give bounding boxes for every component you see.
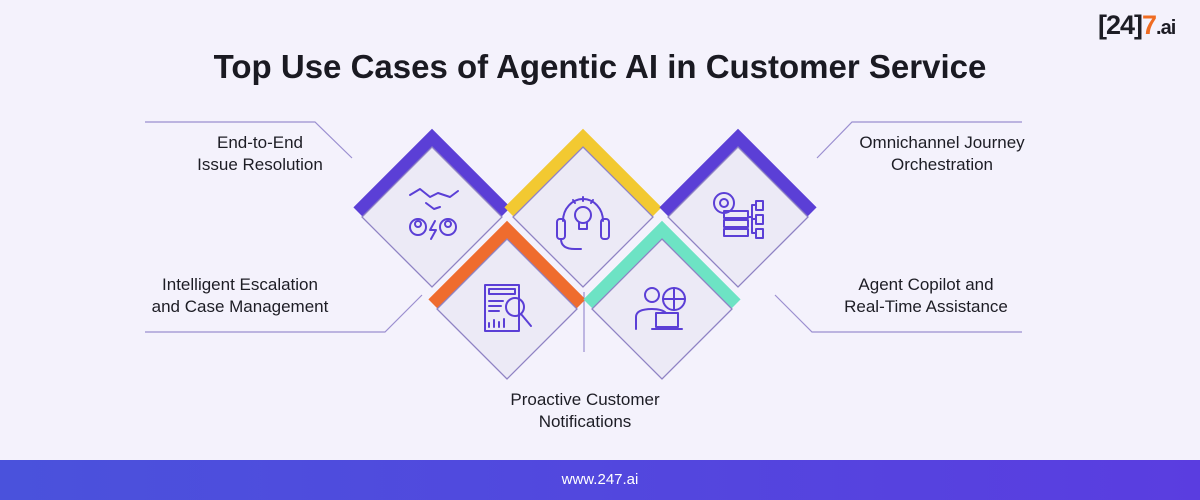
connector-agent-copilot bbox=[774, 294, 1022, 333]
gear-server-network-icon bbox=[713, 192, 764, 239]
headset-lightbulb-icon bbox=[556, 196, 610, 250]
diamond-card bbox=[591, 238, 733, 380]
chevron-accent bbox=[659, 128, 817, 217]
logo: [24]7.ai bbox=[1098, 10, 1176, 41]
chevron-accent bbox=[583, 220, 741, 309]
diagram-art bbox=[145, 121, 1022, 380]
logo-text: [24] bbox=[1098, 10, 1143, 40]
diamond-2 bbox=[659, 128, 817, 288]
handshake-people-icon bbox=[409, 188, 459, 240]
logo-seven: 7 bbox=[1142, 10, 1157, 40]
chevron-accent bbox=[353, 128, 511, 217]
connector-lines bbox=[145, 121, 1022, 352]
connector-end-to-end bbox=[145, 121, 353, 159]
report-magnifier-icon bbox=[484, 284, 532, 332]
connector-omnichannel bbox=[816, 121, 1022, 159]
logo-suffix: .ai bbox=[1156, 17, 1176, 39]
chevron-accent bbox=[428, 220, 586, 309]
chevron-accent bbox=[504, 128, 662, 217]
diamond-4 bbox=[583, 220, 741, 380]
agent-globe-laptop-icon bbox=[635, 287, 686, 330]
page-title: Top Use Cases of Agentic AI in Customer … bbox=[213, 48, 987, 85]
diamond-3 bbox=[428, 220, 586, 380]
footer-url[interactable]: www.247.ai bbox=[0, 460, 1200, 500]
connector-intelligent-escalation bbox=[145, 294, 423, 333]
diamond-1 bbox=[504, 128, 662, 288]
diamond-card bbox=[361, 146, 503, 288]
diamond-card bbox=[512, 146, 654, 288]
diamond-0 bbox=[353, 128, 511, 288]
